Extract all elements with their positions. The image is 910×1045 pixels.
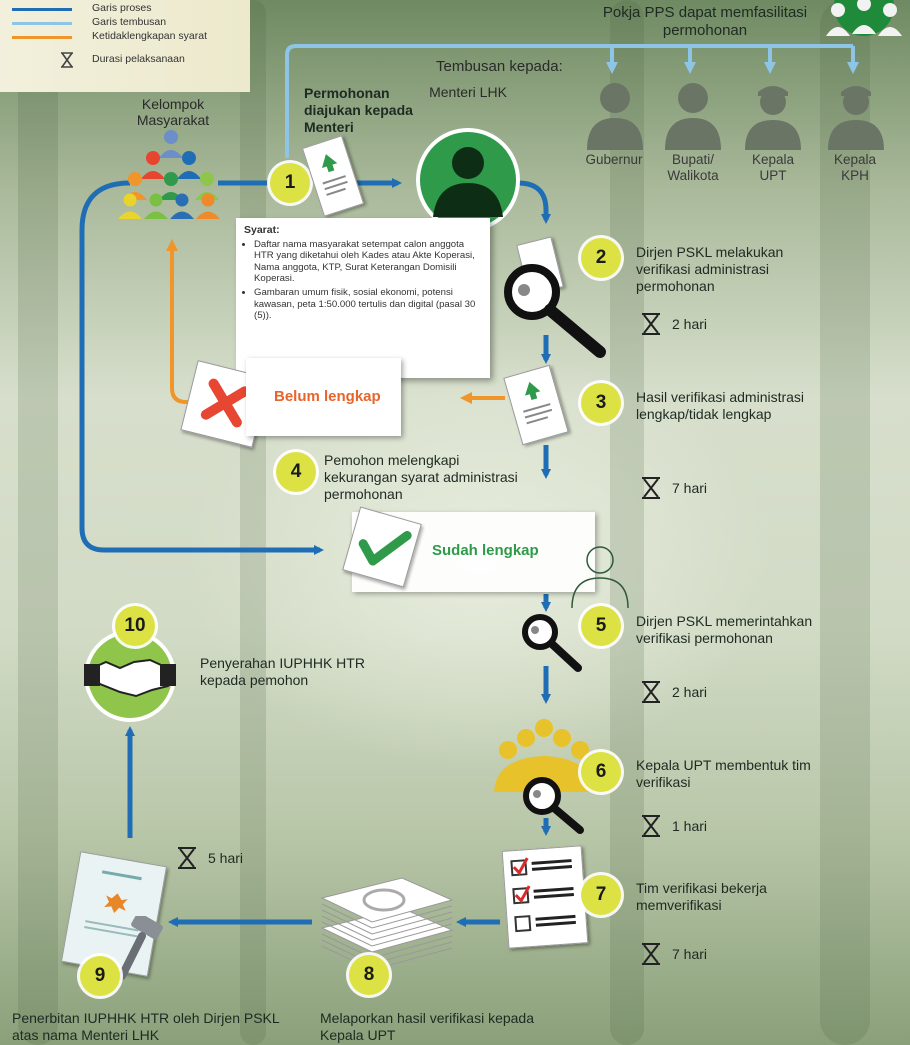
pokja-note: Pokja PPS dapat memfasilitasi permohonan (602, 4, 808, 39)
official-label-gubernur: Gubernur (585, 152, 643, 167)
requirement-item: Gambaran umum fisik, sosial ekonomi, pot… (254, 287, 482, 322)
rejected-document-icon (180, 360, 270, 448)
step-8-text: Melaporkan hasil verifikasi kepada Kepal… (320, 1010, 534, 1043)
step-1-text: Permohonan diajukan kepada Menteri (304, 85, 413, 135)
magnifier-icon (504, 264, 606, 358)
step-8-badge: 8 (349, 955, 389, 995)
report-stack-icon (320, 877, 454, 971)
step-5-badge: 5 (581, 606, 621, 646)
step-4-badge: 4 (276, 452, 316, 492)
step-9-badge: 9 (80, 956, 120, 996)
approved-document-icon (342, 506, 422, 588)
result-document-icon (503, 364, 569, 446)
duration-step-9: 5 hari (176, 846, 243, 870)
legend-process-line (12, 8, 72, 11)
verification-team-icon (494, 719, 594, 834)
dirjen-outline-icon (571, 546, 629, 609)
duration-step-2: 2 hari (640, 312, 707, 336)
step-7-badge: 7 (581, 875, 621, 915)
step-2-text: Dirjen PSKL melakukan verifikasi adminis… (636, 244, 784, 294)
menteri-portrait-icon (416, 128, 520, 232)
kepala-kph-silhouette-icon (828, 86, 884, 150)
legend-duration-label: Durasi pelaksanaan (92, 53, 185, 65)
legend-process-label: Garis proses (92, 2, 152, 14)
handshake-circle-icon (84, 630, 176, 722)
magnifier-small-icon (522, 614, 582, 672)
requirement-item: Daftar nama masyarakat setempat calon an… (254, 239, 482, 285)
step-7-text: Tim verifikasi bekerja memverifikasi (636, 880, 767, 913)
legend-incomplete-line (12, 36, 72, 39)
hourglass-icon (642, 477, 660, 499)
legend-tembusan-label: Garis tembusan (92, 16, 167, 28)
tembusan-title: Tembusan kepada: (436, 58, 563, 75)
step-1-badge: 1 (270, 163, 310, 203)
duration-label: 7 hari (672, 946, 708, 962)
official-label-kepala-kph: Kepala KPH (833, 152, 877, 183)
hourglass-icon (642, 815, 660, 837)
legend-tembusan-line (12, 22, 72, 25)
step-9-text: Penerbitan IUPHHK HTR oleh Dirjen PSKL a… (12, 1010, 280, 1043)
legend-incomplete-label: Ketidaklengkapan syarat (92, 30, 207, 42)
duration-label: 2 hari (672, 684, 708, 700)
step-5-text: Dirjen PSKL memerintahkan verifikasi per… (636, 613, 813, 646)
duration-step-5: 2 hari (640, 680, 707, 704)
checklist-icon (501, 845, 589, 949)
duration-step-6: 1 hari (640, 814, 707, 838)
hourglass-icon (642, 681, 660, 703)
requirements-box: Syarat: Daftar nama masyarakat setempat … (236, 218, 490, 378)
duration-label: 7 hari (672, 480, 708, 496)
legend: Garis proses Garis tembusan Ketidaklengk… (0, 0, 250, 92)
step-4-text: Pemohon melengkapi kekurangan syarat adm… (324, 452, 518, 502)
duration-step-4: 7 hari (640, 476, 707, 500)
kepala-upt-silhouette-icon (745, 86, 801, 150)
step-6-badge: 6 (581, 752, 621, 792)
step-3-badge: 3 (581, 383, 621, 423)
pokja-group-icon (826, 0, 902, 36)
community-group-icon (118, 130, 220, 219)
step-2-badge: 2 (581, 238, 621, 278)
step-10-text: Penyerahan IUPHHK HTR kepada pemohon (200, 655, 365, 688)
gavel-icon (118, 916, 163, 980)
hourglass-icon (642, 313, 660, 335)
official-label-kepala-upt: Kepala UPT (751, 152, 795, 183)
menteri-label: Menteri LHK (429, 84, 507, 100)
hourglass-icon (642, 943, 660, 965)
hourglass-icon (178, 847, 196, 869)
duration-label: 2 hari (672, 316, 708, 332)
application-document-icon (301, 135, 365, 217)
duration-step-7: 7 hari (640, 942, 707, 966)
hourglass-icon (61, 52, 73, 68)
complete-label: Sudah lengkap (432, 542, 539, 559)
kelompok-label: Kelompok Masyarakat (136, 96, 210, 128)
official-label-bupati: Bupati/ Walikota (667, 152, 719, 183)
step-3-text: Hasil verifikasi administrasi lengkap/ti… (636, 389, 805, 422)
step-10-badge: 10 (115, 606, 155, 646)
requirements-title: Syarat: (244, 224, 280, 236)
bupati-silhouette-icon (665, 83, 721, 150)
step-6-text: Kepala UPT membentuk tim verifikasi (636, 757, 811, 790)
license-document-icon (60, 851, 168, 977)
duration-label: 1 hari (672, 818, 708, 834)
incomplete-label: Belum lengkap (274, 388, 381, 405)
duration-label: 5 hari (208, 850, 244, 866)
incomplete-panel: Belum lengkap (246, 358, 401, 436)
gubernur-silhouette-icon (587, 83, 643, 150)
